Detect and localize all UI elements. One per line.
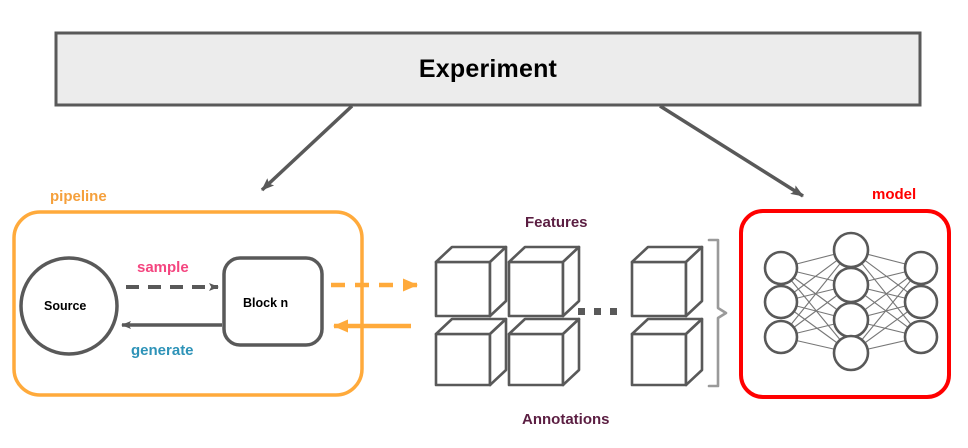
network-nodes — [763, 231, 939, 372]
features-label: Features — [525, 214, 588, 231]
sample-edge-label: sample — [137, 259, 189, 276]
source-node-label: Source — [44, 299, 87, 313]
generate-edge-label: generate — [131, 342, 194, 359]
hidden-node — [832, 334, 870, 372]
hidden-node — [832, 231, 870, 269]
cube — [434, 317, 508, 387]
cube — [630, 317, 704, 387]
pipeline-container — [12, 210, 364, 397]
input-node — [763, 319, 799, 355]
output-node — [903, 284, 939, 320]
features-row — [434, 245, 704, 318]
page-title: Experiment — [418, 55, 558, 83]
annotations-row — [434, 317, 704, 387]
annotations-label: Annotations — [522, 411, 610, 428]
block-node — [222, 256, 324, 347]
cube — [434, 245, 508, 318]
output-node — [903, 250, 939, 286]
model-label: model — [872, 186, 917, 203]
dataset-bracket — [707, 238, 728, 388]
pipeline-label: pipeline — [50, 188, 107, 205]
experiment-box — [54, 31, 922, 107]
cubes-ellipsis — [578, 308, 617, 315]
input-node — [763, 250, 799, 286]
source-node — [19, 256, 119, 356]
block-node-label: Block n — [243, 296, 289, 310]
cube — [507, 245, 581, 318]
output-node — [903, 319, 939, 355]
cube — [507, 317, 581, 387]
hidden-node — [832, 301, 870, 339]
cube — [630, 245, 704, 318]
input-node — [763, 284, 799, 320]
experiment-to-pipeline-arrow — [260, 104, 354, 192]
experiment-to-model-arrow — [659, 104, 804, 198]
hidden-node — [832, 266, 870, 304]
